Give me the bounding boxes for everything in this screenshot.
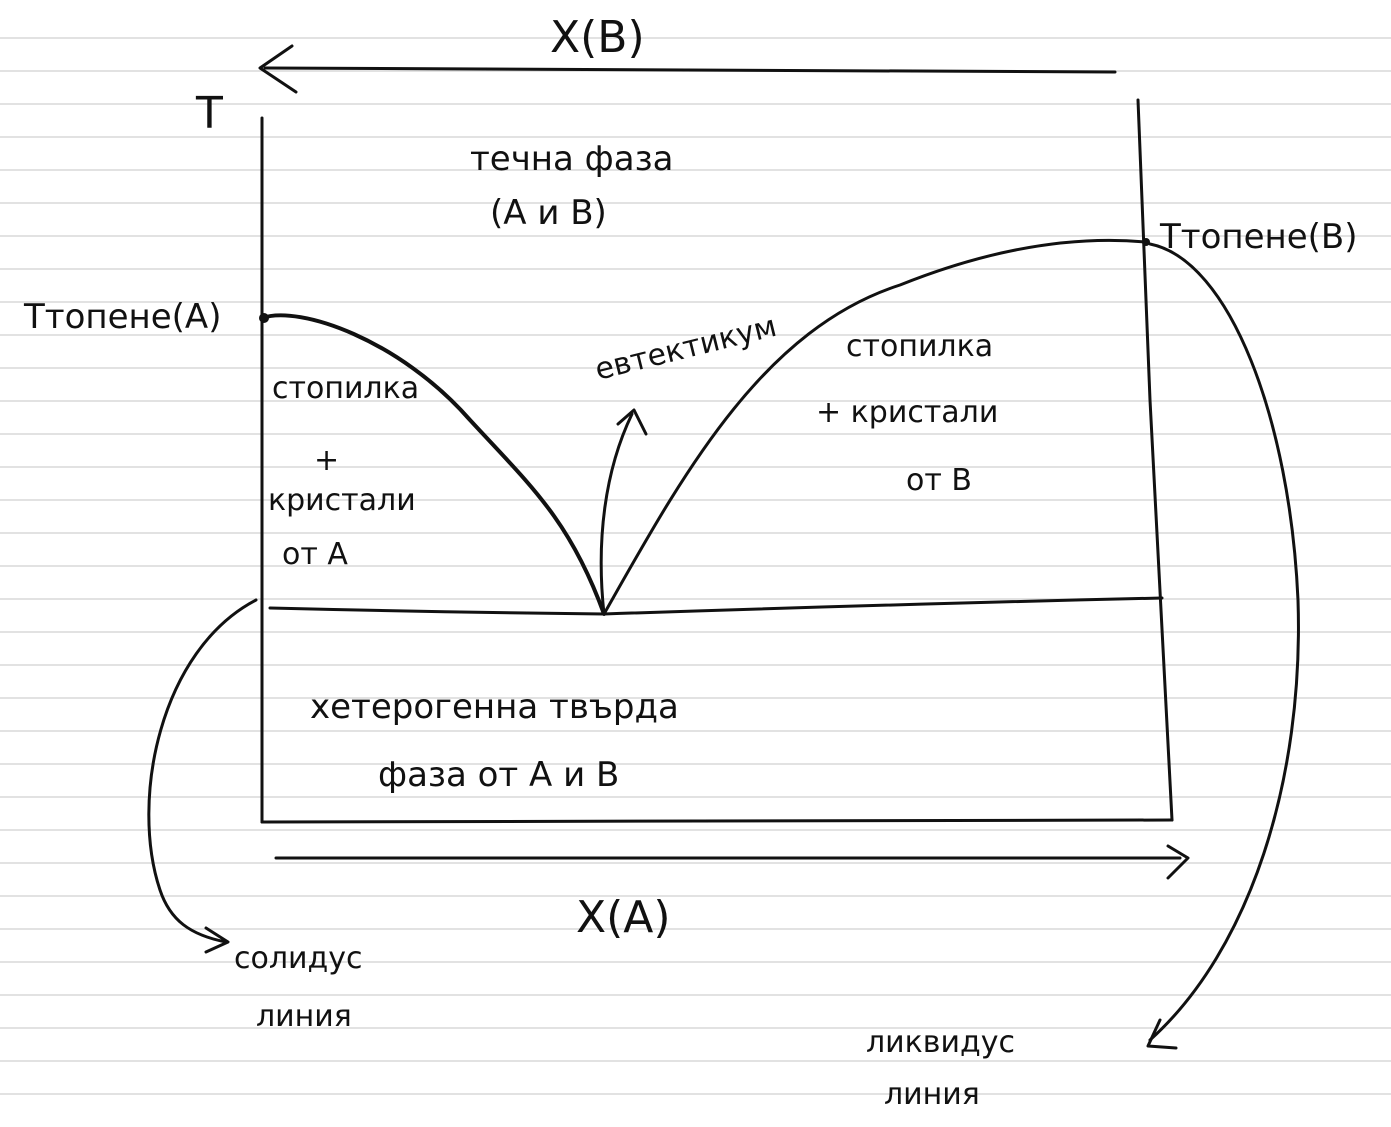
left-region-line4: от A: [282, 537, 348, 572]
melting-point-a-label: Tтопене(A): [23, 297, 221, 337]
bottom-arrow-head-icon: [1166, 844, 1190, 880]
solidus-arrow-head-icon: [204, 926, 230, 954]
eutectic-label: евтектикум: [591, 309, 780, 388]
left-region-line2: +: [314, 443, 339, 478]
melting-point-b-label: Tтопене(B): [1159, 217, 1358, 257]
bottom-axis-label: X(A): [576, 892, 671, 943]
liquid-region-line1: течна фаза: [470, 139, 674, 179]
solid-region-line1: хетерогенна твърда: [310, 687, 679, 727]
eutectic-arrow-head-icon: [616, 408, 648, 436]
bottom-frame-line: [260, 818, 1174, 824]
solidus-line: [268, 596, 1164, 616]
solidus-label-line1: солидус: [234, 941, 363, 976]
melting-point-b-dot: [1142, 238, 1150, 246]
solid-region-line2: фаза от A и B: [378, 755, 619, 795]
liquidus-curve-b: [602, 238, 1148, 616]
right-region-line2: + кристали: [816, 395, 998, 430]
top-arrow-head-icon: [258, 44, 298, 94]
liquidus-curve-a: [260, 313, 606, 616]
left-region-line3: кристали: [268, 483, 416, 518]
top-axis-arrow: [263, 66, 1117, 74]
liquid-region-line2: (A и B): [490, 193, 607, 233]
notebook-ruled-lines: [0, 37, 1391, 1095]
left-axis-label: T: [195, 88, 223, 139]
liquidus-label-line1: ликвидус: [866, 1025, 1015, 1060]
solidus-pointer-arrow: [147, 598, 258, 944]
right-frame-line: [1136, 98, 1174, 822]
right-region-line3: от B: [906, 463, 972, 498]
liquidus-pointer-arrow: [1148, 242, 1300, 1042]
right-region-line1: стопилка: [846, 329, 993, 364]
melting-point-a-dot: [259, 313, 269, 323]
solidus-label-line2: линия: [256, 999, 352, 1034]
liquidus-arrow-head-icon: [1146, 1018, 1178, 1050]
top-axis-label: X(B): [550, 12, 645, 63]
left-region-line1: стопилка: [272, 371, 419, 406]
liquidus-label-line2: линия: [884, 1077, 980, 1112]
eutectic-arrow: [599, 412, 634, 616]
